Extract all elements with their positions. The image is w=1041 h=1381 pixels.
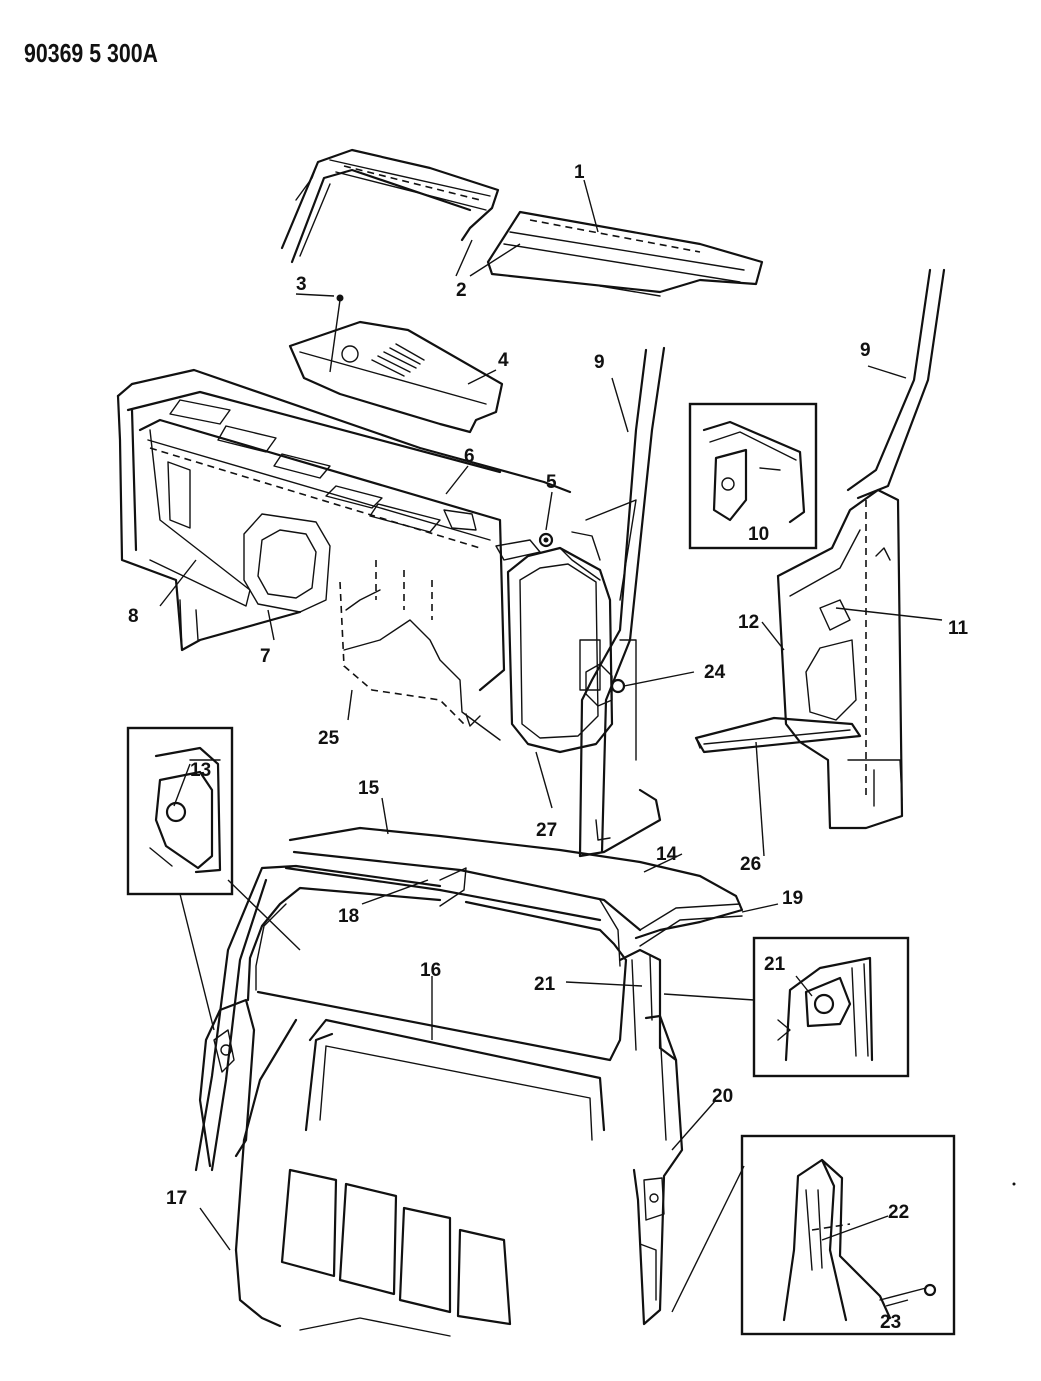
- stray-mark: [1012, 1182, 1016, 1186]
- callout-12: 12: [738, 612, 759, 633]
- callout-13: 13: [190, 760, 211, 781]
- callout-2: 2: [456, 280, 467, 301]
- callout-21-main: 21: [534, 974, 556, 995]
- callout-26: 26: [740, 854, 761, 875]
- callout-9-left: 9: [594, 352, 605, 373]
- b-pillar-right: [776, 268, 946, 830]
- callout-17: 17: [166, 1188, 187, 1209]
- callout-24: 24: [704, 662, 726, 683]
- roof-panel: [284, 826, 744, 967]
- a-pillar-left: [578, 346, 666, 858]
- sill-plate: [694, 716, 862, 754]
- callout-19: 19: [782, 888, 803, 909]
- rear-pillar-trim-left: [198, 998, 256, 1168]
- detail-box-22: [740, 1134, 956, 1336]
- nut-5: [538, 532, 554, 548]
- callout-21-detail: 21: [764, 954, 786, 975]
- callout-23: 23: [880, 1312, 901, 1333]
- leader-lines: [159, 179, 943, 1313]
- callout-10: 10: [748, 524, 769, 545]
- cowl-vent-panel: [288, 294, 504, 434]
- callout-6: 6: [464, 446, 475, 467]
- callout-4: 4: [498, 350, 509, 371]
- side-cowl-trim: [506, 531, 614, 754]
- drawing-code: 90369 5 300A: [24, 38, 158, 68]
- detail-box-13: [126, 726, 234, 896]
- callout-25: 25: [318, 728, 340, 749]
- callout-15: 15: [358, 778, 380, 799]
- detail-box-10: [688, 402, 818, 550]
- detail-box-21: [752, 936, 910, 1078]
- callout-5: 5: [546, 472, 557, 493]
- dash-panel: [116, 368, 572, 741]
- cowl-top-panel: [280, 148, 500, 264]
- callout-16: 16: [420, 960, 441, 981]
- callout-20: 20: [712, 1086, 733, 1107]
- rear-back-panel: [234, 1018, 606, 1337]
- cowl-top-panel-right: [486, 210, 764, 297]
- callout-27: 27: [536, 820, 557, 841]
- callout-9-right: 9: [860, 340, 871, 361]
- callout-8: 8: [128, 606, 139, 627]
- rear-pillar-trim-right: [618, 948, 684, 1326]
- callout-7: 7: [260, 646, 271, 667]
- callout-22: 22: [888, 1202, 909, 1223]
- roof-header-frame: [194, 864, 628, 1172]
- callout-11: 11: [948, 618, 969, 639]
- callout-numbers: 1 2 3 4 5 6 7 8 9 9 10 11 12 13 14 15 16…: [128, 162, 969, 1333]
- callout-14: 14: [656, 844, 678, 865]
- callout-3: 3: [296, 274, 307, 295]
- callout-18: 18: [338, 906, 359, 927]
- callout-1: 1: [574, 162, 585, 183]
